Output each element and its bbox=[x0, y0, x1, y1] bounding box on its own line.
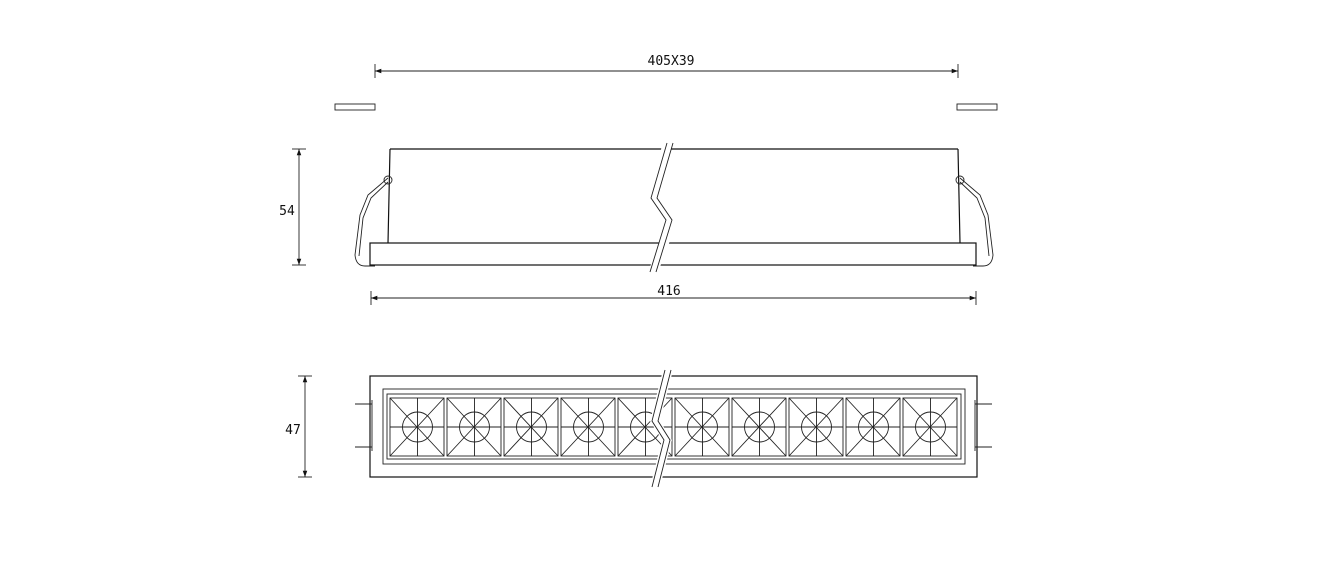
led-cell bbox=[902, 397, 958, 457]
led-cell bbox=[560, 397, 616, 457]
side-view bbox=[354, 142, 994, 273]
led-cell bbox=[674, 397, 730, 457]
led-cell bbox=[731, 397, 787, 457]
led-cell bbox=[788, 397, 844, 457]
height-dimension-front: 47 bbox=[285, 375, 312, 478]
height-dimension-side: 54 bbox=[279, 148, 306, 266]
length-label: 416 bbox=[657, 284, 680, 299]
led-cell bbox=[446, 397, 502, 457]
ceiling-hatch bbox=[334, 103, 998, 111]
led-cell bbox=[389, 397, 445, 457]
height-side-label: 54 bbox=[279, 204, 295, 219]
cutout-dimension: 405X39 bbox=[374, 54, 959, 78]
led-cell bbox=[845, 397, 901, 457]
length-dimension: 416 bbox=[370, 284, 977, 305]
cutout-label: 405X39 bbox=[648, 54, 695, 69]
led-cells bbox=[389, 397, 958, 457]
front-view bbox=[355, 369, 992, 488]
led-cell bbox=[503, 397, 559, 457]
height-front-label: 47 bbox=[285, 423, 301, 438]
